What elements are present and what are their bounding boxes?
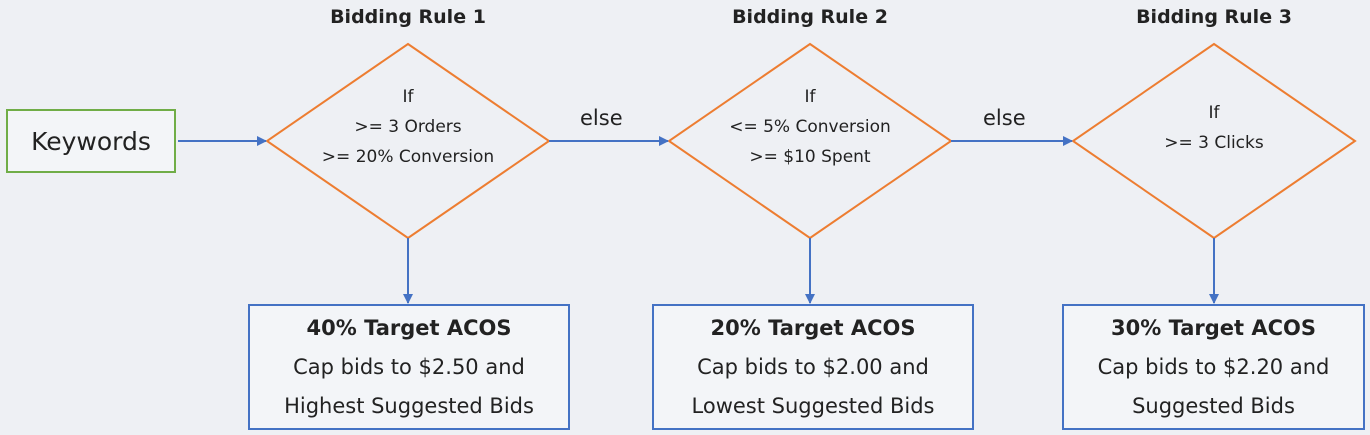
rule-3-result-box: 30% Target ACOS Cap bids to $2.20 and Su… [1062, 304, 1365, 430]
keywords-label: Keywords [31, 126, 151, 156]
rule-2-result-line-2: Lowest Suggested Bids [691, 393, 935, 418]
rule-1-result-line-1: Cap bids to $2.50 and [293, 354, 525, 379]
rule-2-result-box: 20% Target ACOS Cap bids to $2.00 and Lo… [652, 304, 974, 430]
rule-3-target-acos: 30% Target ACOS [1111, 315, 1316, 340]
rule-3-title: Bidding Rule 3 [1136, 6, 1292, 28]
rule-1-target-acos: 40% Target ACOS [306, 315, 512, 340]
rule-1-if: If [402, 87, 414, 107]
rule-3-result-line-1: Cap bids to $2.20 and [1097, 354, 1330, 379]
else-label-1: else [580, 106, 623, 130]
rule-2-if: If [804, 87, 816, 107]
rule-2-condition-line-1: <= 5% Conversion [729, 117, 891, 137]
rule-1-result-box: 40% Target ACOS Cap bids to $2.50 and Hi… [248, 304, 570, 430]
rule-2-result-line-1: Cap bids to $2.00 and [697, 354, 929, 379]
rule-2-condition: If <= 5% Conversion >= $10 Spent [680, 82, 940, 172]
rule-3-condition: If >= 3 Clicks [1084, 98, 1344, 158]
rule-1-condition: If >= 3 Orders >= 20% Conversion [278, 82, 538, 172]
else-label-2: else [983, 106, 1026, 130]
rule-2-title: Bidding Rule 2 [732, 6, 888, 28]
rule-1-result-line-2: Highest Suggested Bids [284, 393, 534, 418]
rule-1-title: Bidding Rule 1 [330, 6, 486, 28]
rule-3-if: If [1208, 103, 1220, 123]
keywords-box: Keywords [6, 109, 176, 173]
rule-3-result-line-2: Suggested Bids [1132, 393, 1295, 418]
rule-1-condition-line-2: >= 20% Conversion [321, 147, 495, 167]
rule-2-condition-line-2: >= $10 Spent [749, 147, 871, 167]
rule-2-target-acos: 20% Target ACOS [710, 315, 916, 340]
rule-1-condition-line-1: >= 3 Orders [354, 117, 462, 137]
rule-3-condition-line-1: >= 3 Clicks [1164, 133, 1264, 153]
